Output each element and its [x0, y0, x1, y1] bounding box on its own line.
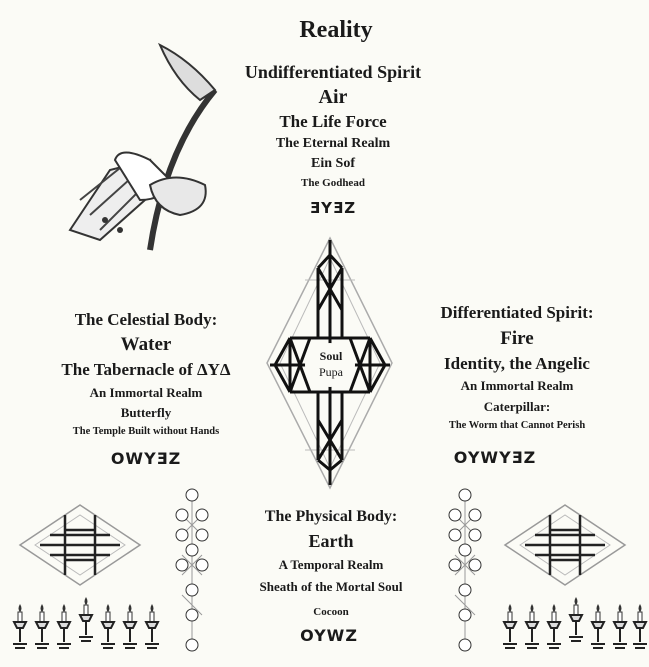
left-line-5: Butterfly [120, 405, 172, 420]
right-line-3: Identity, the Angelic [444, 354, 590, 373]
left-line-1: The Celestial Body: [74, 310, 218, 329]
left-line-4: An Immortal Realm [89, 385, 203, 400]
center-pupa-label: Pupa [319, 365, 343, 379]
small-diamond-left [18, 503, 142, 587]
butterfly-left-illustration [70, 45, 215, 250]
right-glyph: OYWYƎZ [453, 448, 537, 467]
tree-of-life-right [448, 488, 482, 652]
small-diamond-right [503, 503, 627, 587]
right-line-2: Fire [500, 328, 534, 349]
left-glyph: OWYƎZ [110, 449, 182, 468]
top-line-3: The Life Force [279, 112, 387, 131]
top-line-5: Ein Sof [311, 156, 355, 171]
top-line-2: Air [318, 86, 348, 108]
bottom-line-3: A Temporal Realm [278, 557, 384, 572]
bottom-line-4: Sheath of the Mortal Soul [259, 579, 403, 594]
left-line-6: The Temple Built without Hands [72, 426, 220, 437]
right-line-4: An Immortal Realm [460, 378, 574, 393]
center-soul-label: Soul [319, 349, 343, 363]
right-line-1: Differentiated Spirit: [440, 303, 594, 322]
top-glyph: ƎYƎZ [309, 199, 357, 217]
page-title: Reality [299, 17, 373, 43]
bottom-glyph: OYWZ [300, 626, 358, 645]
top-line-1: Undifferentiated Spirit [244, 62, 422, 82]
soul-pupa-diamond [266, 236, 393, 490]
right-line-5: Caterpillar: [483, 399, 551, 414]
bottom-line-2: Earth [308, 531, 354, 551]
right-line-6: The Worm that Cannot Perish [448, 420, 586, 431]
left-line-3: The Tabernacle of ΔYΔ [61, 360, 231, 379]
bottom-line-5: Cocoon [313, 606, 349, 618]
left-line-2: Water [120, 334, 172, 355]
bottom-line-1: The Physical Body: [264, 508, 398, 525]
top-line-6: The Godhead [301, 177, 365, 189]
top-line-4: The Eternal Realm [275, 136, 391, 151]
candles-left [12, 596, 160, 649]
candles-right [502, 596, 648, 649]
tree-of-life-left [175, 488, 209, 652]
